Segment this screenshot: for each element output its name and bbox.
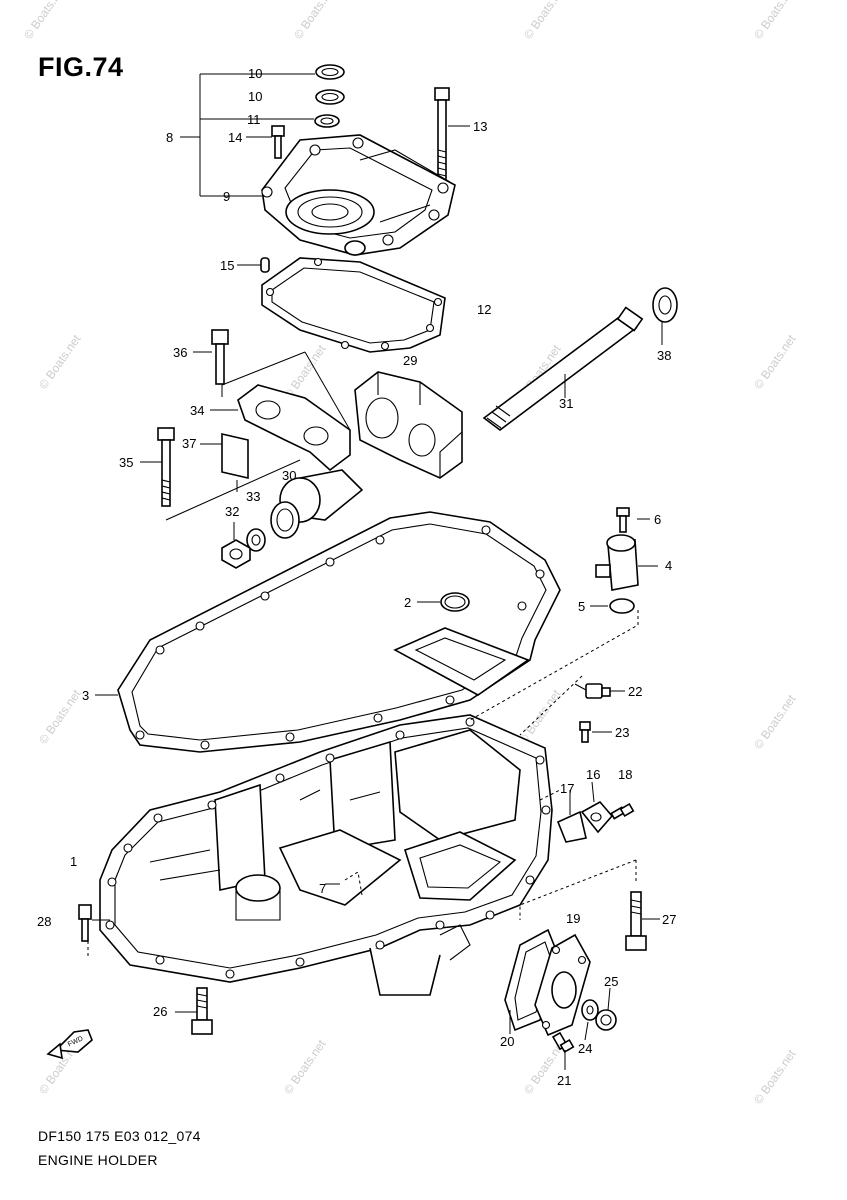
callout: 30 xyxy=(282,468,296,483)
callout: 4 xyxy=(665,558,672,573)
callout: 22 xyxy=(628,684,642,699)
dashed-guides xyxy=(87,610,639,958)
callout: 15 xyxy=(220,258,234,273)
watermark: © Boats.net xyxy=(751,332,799,392)
callout: 11 xyxy=(247,112,261,127)
callout: 7 xyxy=(319,881,326,896)
callout: 28 xyxy=(37,914,51,929)
callout: 38 xyxy=(657,348,671,363)
gasket-17 xyxy=(556,810,587,843)
callout: 14 xyxy=(228,130,242,145)
callout: 10 xyxy=(248,89,262,104)
plate-37 xyxy=(221,432,249,480)
callout: 9 xyxy=(223,189,230,204)
callout: 25 xyxy=(604,974,618,989)
upper-cover-9 xyxy=(261,134,456,256)
bolt-21 xyxy=(551,1031,575,1054)
cover-19 xyxy=(534,933,591,1037)
callout: 8 xyxy=(166,130,173,145)
watermark: © Boats.net xyxy=(281,1037,329,1097)
callout: 5 xyxy=(578,599,585,614)
figure-name: ENGINE HOLDER xyxy=(38,1152,158,1168)
gasket-3 xyxy=(117,511,561,753)
bolt-6 xyxy=(616,507,630,533)
figure-code: DF150 175 E03 012_074 xyxy=(38,1128,201,1144)
watermark: © Boats.net xyxy=(751,0,799,42)
bolt-36 xyxy=(211,329,229,385)
callout: 31 xyxy=(559,396,573,411)
gasket-12 xyxy=(261,257,446,353)
callout: 18 xyxy=(618,767,632,782)
callout: 35 xyxy=(119,455,133,470)
washer-38 xyxy=(652,287,678,323)
watermark: © Boats.net xyxy=(751,1047,799,1107)
callout: 12 xyxy=(477,302,491,317)
callout: 10 xyxy=(248,66,262,81)
long-bolt-13 xyxy=(434,87,450,183)
watermark: © Boats.net xyxy=(21,0,69,42)
callout: 27 xyxy=(662,912,676,927)
watermark: © Boats.net xyxy=(291,0,339,42)
dowel-pin-15 xyxy=(260,257,270,273)
fitting-4 xyxy=(595,534,639,591)
callout: 6 xyxy=(654,512,661,527)
callout-labels: 1 2 3 4 5 6 7 8 9 10 10 11 12 13 14 15 1… xyxy=(37,66,676,1088)
o-ring-5 xyxy=(609,598,635,614)
callout: 19 xyxy=(566,911,580,926)
figure-title: FIG.74 xyxy=(38,52,124,82)
sensor-16 xyxy=(580,800,614,834)
bolt-35 xyxy=(157,427,175,507)
nut-32 xyxy=(221,539,251,569)
bolt-28 xyxy=(78,904,92,942)
bolt-18 xyxy=(610,802,635,820)
callout: 21 xyxy=(557,1073,571,1088)
shaft-31 xyxy=(482,306,644,431)
o-ring-2 xyxy=(440,592,470,612)
sensor-22 xyxy=(574,683,611,699)
callout: 37 xyxy=(182,436,196,451)
callout: 17 xyxy=(560,781,574,796)
bolt-14 xyxy=(271,125,285,159)
callout: 2 xyxy=(404,595,411,610)
fwd-arrow-icon: FWD xyxy=(46,1029,93,1060)
leader-lines xyxy=(92,73,663,1070)
callout: 16 xyxy=(586,767,600,782)
oil-seal-stack xyxy=(314,64,345,128)
watermark: © Boats.net xyxy=(36,332,84,392)
callout: 36 xyxy=(173,345,187,360)
callout: 33 xyxy=(246,489,260,504)
callout: 13 xyxy=(473,119,487,134)
washer-24 xyxy=(581,999,599,1021)
watermark: © Boats.net xyxy=(751,692,799,752)
callout: 26 xyxy=(153,1004,167,1019)
callout: 29 xyxy=(403,353,417,368)
callout: 34 xyxy=(190,403,204,418)
bolt-26 xyxy=(191,987,213,1035)
callout: 20 xyxy=(500,1034,514,1049)
bracket-34 xyxy=(237,384,351,472)
sleeve-30 xyxy=(270,469,364,539)
washer-33 xyxy=(246,528,266,552)
callout: 3 xyxy=(82,688,89,703)
watermark: © Boats.net xyxy=(36,687,84,747)
callout: 23 xyxy=(615,725,629,740)
bolt-27 xyxy=(625,891,647,951)
callout: 24 xyxy=(578,1041,592,1056)
engine-holder-1 xyxy=(99,714,553,996)
watermark: © Boats.net xyxy=(521,0,569,42)
drain-plug-25 xyxy=(595,1009,617,1031)
housing-29 xyxy=(354,371,463,479)
callout: 32 xyxy=(225,504,239,519)
bolt-23 xyxy=(579,721,591,743)
callout: 1 xyxy=(70,854,77,869)
